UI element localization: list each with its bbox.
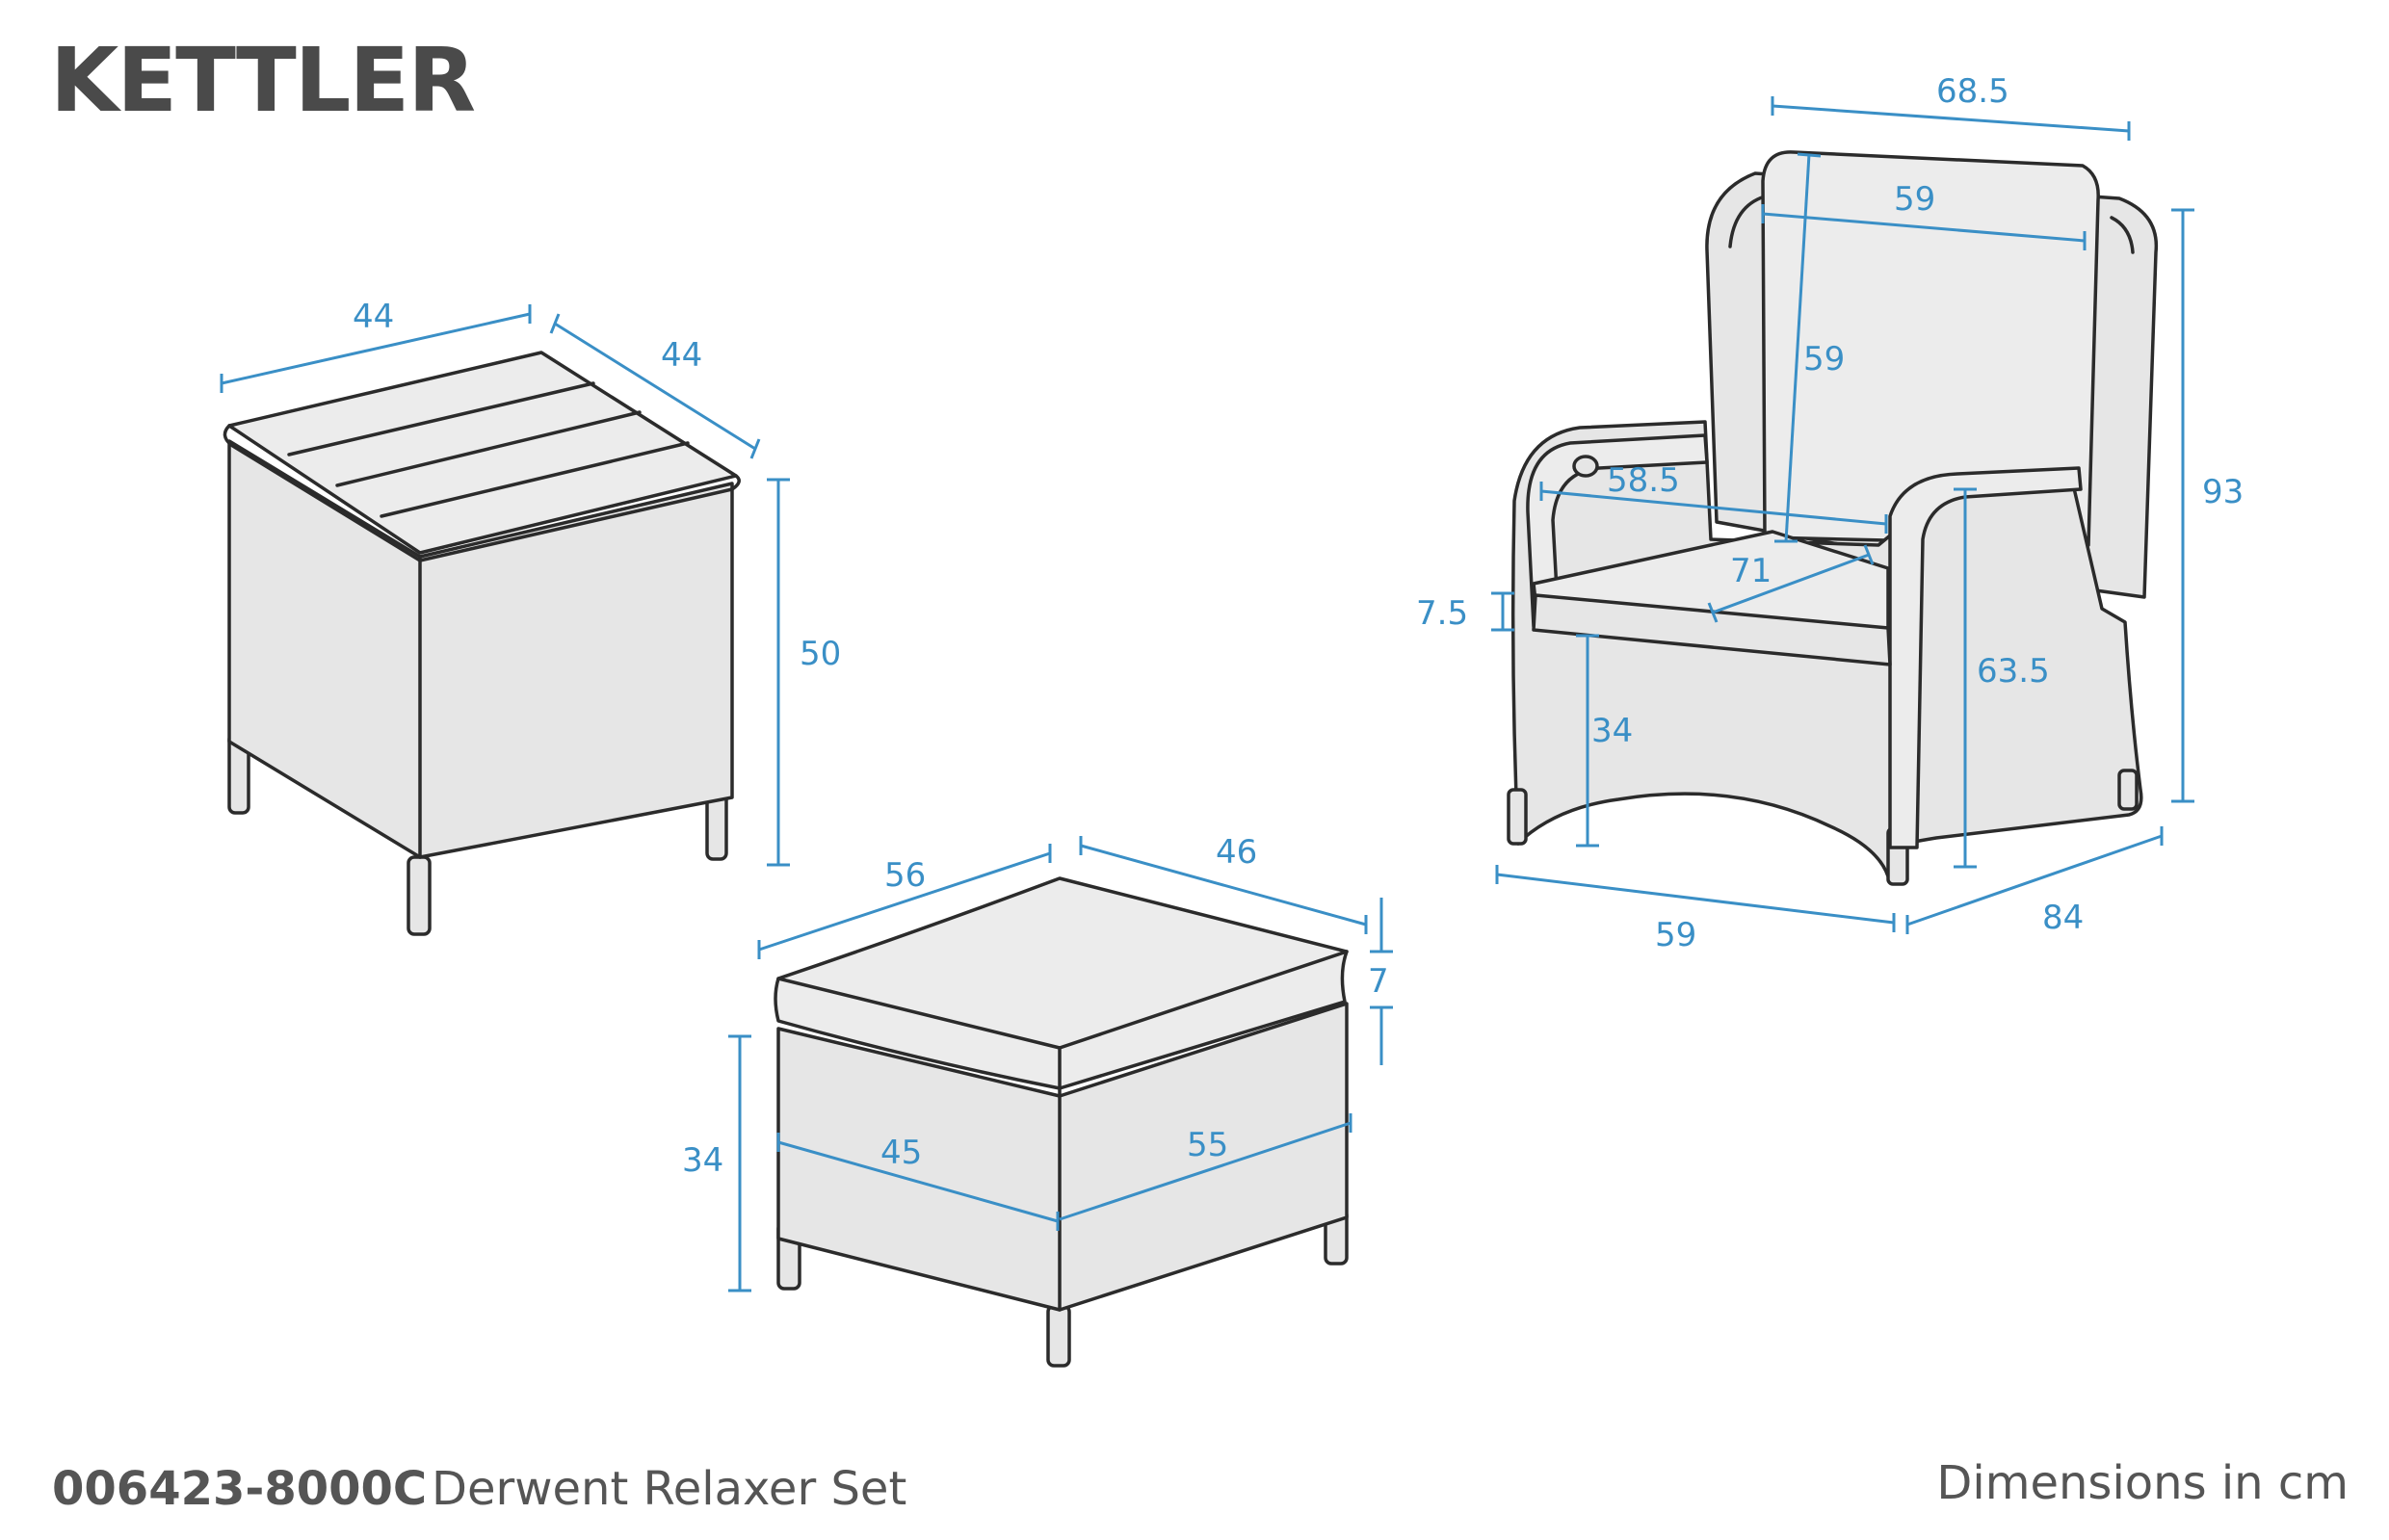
footstool-leg-front [1046,1304,1071,1368]
product-name: Derwent Relaxer Set [432,1462,906,1516]
chair-leg-right [2117,769,2139,811]
side-table-width-label: 44 [353,298,394,336]
chair-leg-left [1507,788,1528,846]
footstool-base-width-label: 45 [880,1134,922,1172]
chair-back-height-label: 59 [1803,340,1845,378]
footstool-cushion-height-label: 7 [1368,962,1389,1001]
chair-arm-right [1888,466,2083,849]
chair-base-depth-label: 84 [2042,899,2084,937]
side-table-leg-front [407,855,432,936]
chair-total-height-label: 93 [2202,473,2244,511]
dimension-labels: 44 44 50 56 46 7 34 45 55 68.5 59 59 58.… [353,72,2244,1180]
chair-back-width-label: 59 [1894,180,1935,219]
product-code: 006423-8000C [52,1462,427,1516]
kettler-logo: KETTLER [50,29,474,132]
relaxer-chair-drawing [1507,150,2159,886]
chair-overall-width-label: 68.5 [1936,72,2009,111]
units-note: Dimensions in cm [1936,1456,2349,1510]
chair-seat-cushion-label: 7.5 [1416,594,1468,633]
chair-seat-front [1532,593,1892,666]
footstool-top-width-label: 56 [884,856,926,895]
recline-lever-icon [1572,455,1599,478]
side-table-drawing [223,351,741,936]
chair-back-cushion [1761,150,2100,547]
chair-seat-width-label: 58.5 [1607,461,1680,500]
footstool-base-height-label: 34 [682,1141,723,1180]
chair-base-width-label: 59 [1655,916,1696,954]
footstool-cushion [774,876,1349,1090]
footstool-drawing [774,876,1349,1368]
dimension-lines [220,96,2194,1292]
footstool-top-depth-label: 46 [1216,833,1257,872]
side-table-height-label: 50 [800,635,841,673]
footstool-base-depth-label: 55 [1187,1126,1228,1164]
chair-seat-height-label: 34 [1591,712,1633,750]
chair-seat-depth-label: 71 [1730,552,1772,590]
side-table-depth-label: 44 [661,336,702,375]
chair-arm-height-label: 63.5 [1977,652,2050,691]
